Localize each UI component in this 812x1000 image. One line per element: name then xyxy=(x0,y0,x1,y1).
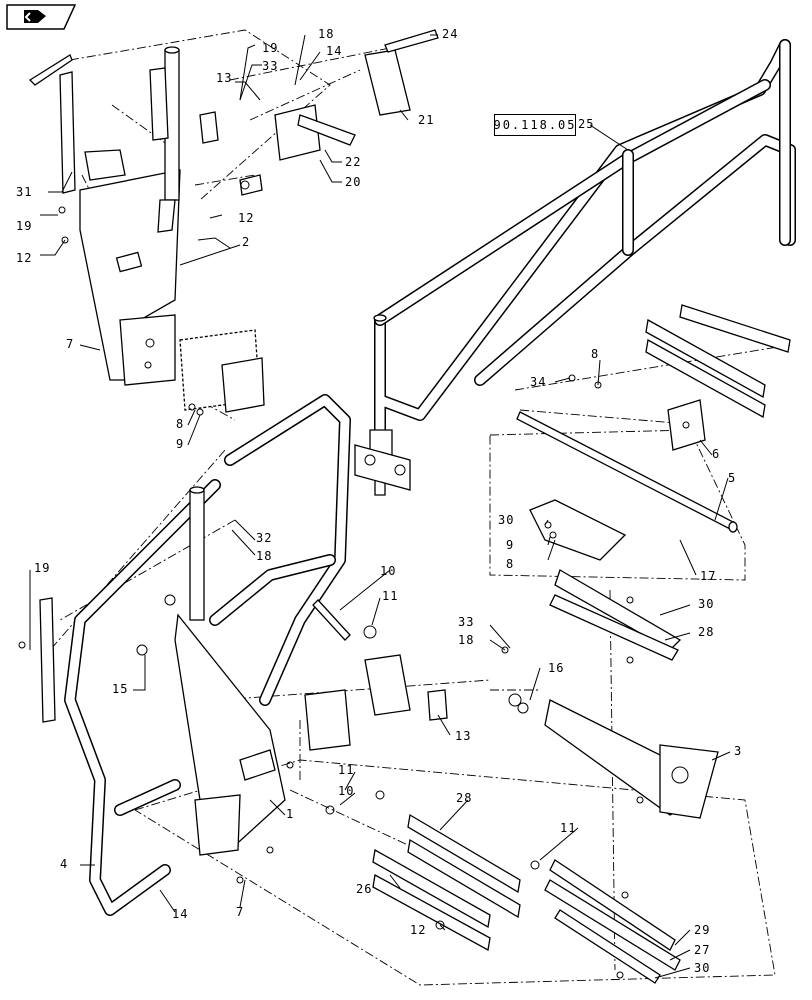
callout-24: 25 xyxy=(578,117,594,131)
callout-27: 28 xyxy=(456,791,472,805)
part-26-28-30-pads-bottom xyxy=(544,859,681,984)
part-31-vertical-strip xyxy=(59,71,76,194)
reference-label: 90.118.05 xyxy=(493,118,577,132)
callout-25: 26 xyxy=(356,882,372,896)
part-1-lower-mount-bracket xyxy=(174,486,286,856)
part-28-30-pads-mid xyxy=(549,569,682,661)
callout-7: 7 xyxy=(66,337,74,351)
callout-6: 6 xyxy=(712,447,720,461)
parts-20-21-22-23-brackets xyxy=(274,29,439,161)
callout-18b: 18 xyxy=(256,549,272,563)
upper-hardware xyxy=(28,54,263,416)
callout-9b: 9 xyxy=(506,538,514,552)
callout-labels: 31 19 12 13 19 33 18 14 24 21 22 20 25 1… xyxy=(16,27,742,975)
callout-12: 12 xyxy=(16,251,32,265)
callout-18c: 18 xyxy=(458,633,474,647)
callout-28b: 29 xyxy=(694,923,710,937)
part-24-railing-frame xyxy=(369,39,796,496)
callout-19b: 19 xyxy=(262,41,278,55)
callout-30: 30 xyxy=(698,597,714,611)
callout-3: 3 xyxy=(734,744,742,758)
callout-33: 33 xyxy=(262,59,278,73)
callout-19: 19 xyxy=(16,219,32,233)
callout-31: 31 xyxy=(16,185,32,199)
callout-30b: 30 xyxy=(694,961,710,975)
part-3-support-arm xyxy=(544,699,719,819)
callout-13: 13 xyxy=(216,71,232,85)
part-6-mount-plate xyxy=(667,399,706,451)
part-19-vertical-strip-lower xyxy=(39,597,56,723)
shims-upper-right xyxy=(645,304,791,419)
part-25-27-pads-lower xyxy=(372,813,521,952)
callout-14b: 14 xyxy=(172,907,188,921)
reference-link-box[interactable]: 90.118.05 xyxy=(493,114,577,136)
callout-8c: 8 xyxy=(506,557,514,571)
hinge-assembly xyxy=(354,444,411,491)
callout-13b: 13 xyxy=(455,729,471,743)
lower-bracket-group xyxy=(304,599,448,751)
callout-11: 11 xyxy=(382,589,398,603)
callout-26: 27 xyxy=(694,943,710,957)
callout-29: 30 xyxy=(498,513,514,527)
callout-14: 14 xyxy=(326,44,342,58)
part-4-lower-railing xyxy=(64,479,221,916)
callout-17: 17 xyxy=(700,569,716,583)
part-2-upper-mount-bracket xyxy=(79,46,181,386)
back-navigation-button[interactable] xyxy=(6,4,77,30)
callout-10: 10 xyxy=(380,564,396,578)
callout-32: 32 xyxy=(256,531,272,545)
callout-20: 20 xyxy=(345,175,361,189)
callout-9: 9 xyxy=(176,437,184,451)
callout-10b: 10 xyxy=(338,784,354,798)
callout-15: 15 xyxy=(112,682,128,696)
callout-33b: 33 xyxy=(458,615,474,629)
callout-8b: 8 xyxy=(591,347,599,361)
arrow-back-icon xyxy=(6,4,77,30)
callout-23: 24 xyxy=(442,27,458,41)
part-adapter-block xyxy=(179,329,265,413)
callout-7b: 7 xyxy=(236,905,244,919)
callout-12c: 12 xyxy=(410,923,426,937)
callout-19c: 19 xyxy=(34,561,50,575)
callout-5: 5 xyxy=(728,471,736,485)
callout-12b: 12 xyxy=(238,211,254,225)
part-29-slide-bracket xyxy=(529,499,627,561)
callout-11b: 11 xyxy=(338,763,354,777)
callout-18: 18 xyxy=(318,27,334,41)
callout-22: 22 xyxy=(345,155,361,169)
callout-21: 21 xyxy=(418,113,434,127)
part-5-threaded-shaft xyxy=(516,411,738,533)
callout-34: 34 xyxy=(530,375,546,389)
callout-11c: 11 xyxy=(560,821,576,835)
callout-4: 4 xyxy=(60,857,68,871)
callout-16: 16 xyxy=(548,661,564,675)
leader-lines xyxy=(29,34,731,979)
callout-28: 28 xyxy=(698,625,714,639)
callout-8: 8 xyxy=(176,417,184,431)
callout-1: 1 xyxy=(286,807,294,821)
callout-2: 2 xyxy=(242,235,250,249)
part-10-gate-frame xyxy=(209,394,351,706)
fasteners xyxy=(18,180,644,979)
